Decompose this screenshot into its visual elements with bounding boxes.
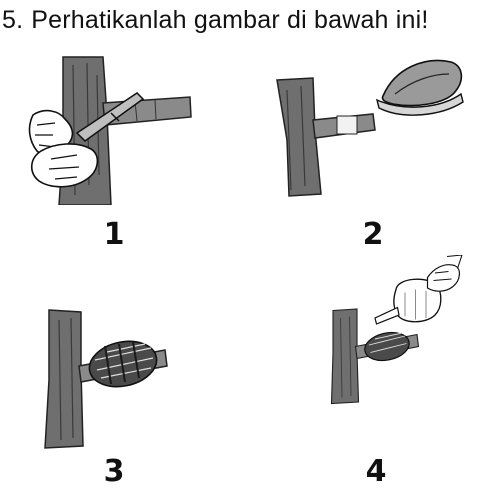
moss-base bbox=[375, 92, 464, 116]
step-3-illustration bbox=[15, 300, 215, 450]
hand bbox=[426, 264, 460, 292]
tree-trunk bbox=[330, 308, 360, 405]
wrapped-branch-drawing bbox=[44, 309, 168, 449]
step-4-label: 4 bbox=[365, 454, 387, 489]
question-instruction: Perhatikanlah gambar di bawah ini! bbox=[31, 6, 429, 34]
question-number: 5. bbox=[2, 6, 24, 34]
step-3-label: 3 bbox=[103, 454, 125, 489]
moss-and-branch-drawing bbox=[276, 59, 464, 197]
question-text: 5.Perhatikanlah gambar di bawah ini! bbox=[2, 0, 486, 40]
right-hand bbox=[30, 143, 99, 188]
cutting-bark-drawing bbox=[28, 56, 192, 205]
step-1-label: 1 bbox=[103, 217, 125, 252]
step-2-illustration bbox=[265, 50, 465, 200]
step-4-illustration bbox=[290, 255, 486, 405]
tree-trunk bbox=[44, 309, 84, 449]
can-spout bbox=[374, 306, 400, 325]
step-1-illustration bbox=[15, 55, 215, 205]
moss-pad bbox=[381, 59, 463, 107]
knife bbox=[75, 92, 145, 142]
step-2-label: 2 bbox=[362, 217, 384, 252]
exposed-wood bbox=[336, 115, 358, 135]
watering-can bbox=[393, 278, 442, 323]
moss-wrap bbox=[364, 331, 410, 362]
watering-drawing bbox=[330, 255, 463, 405]
